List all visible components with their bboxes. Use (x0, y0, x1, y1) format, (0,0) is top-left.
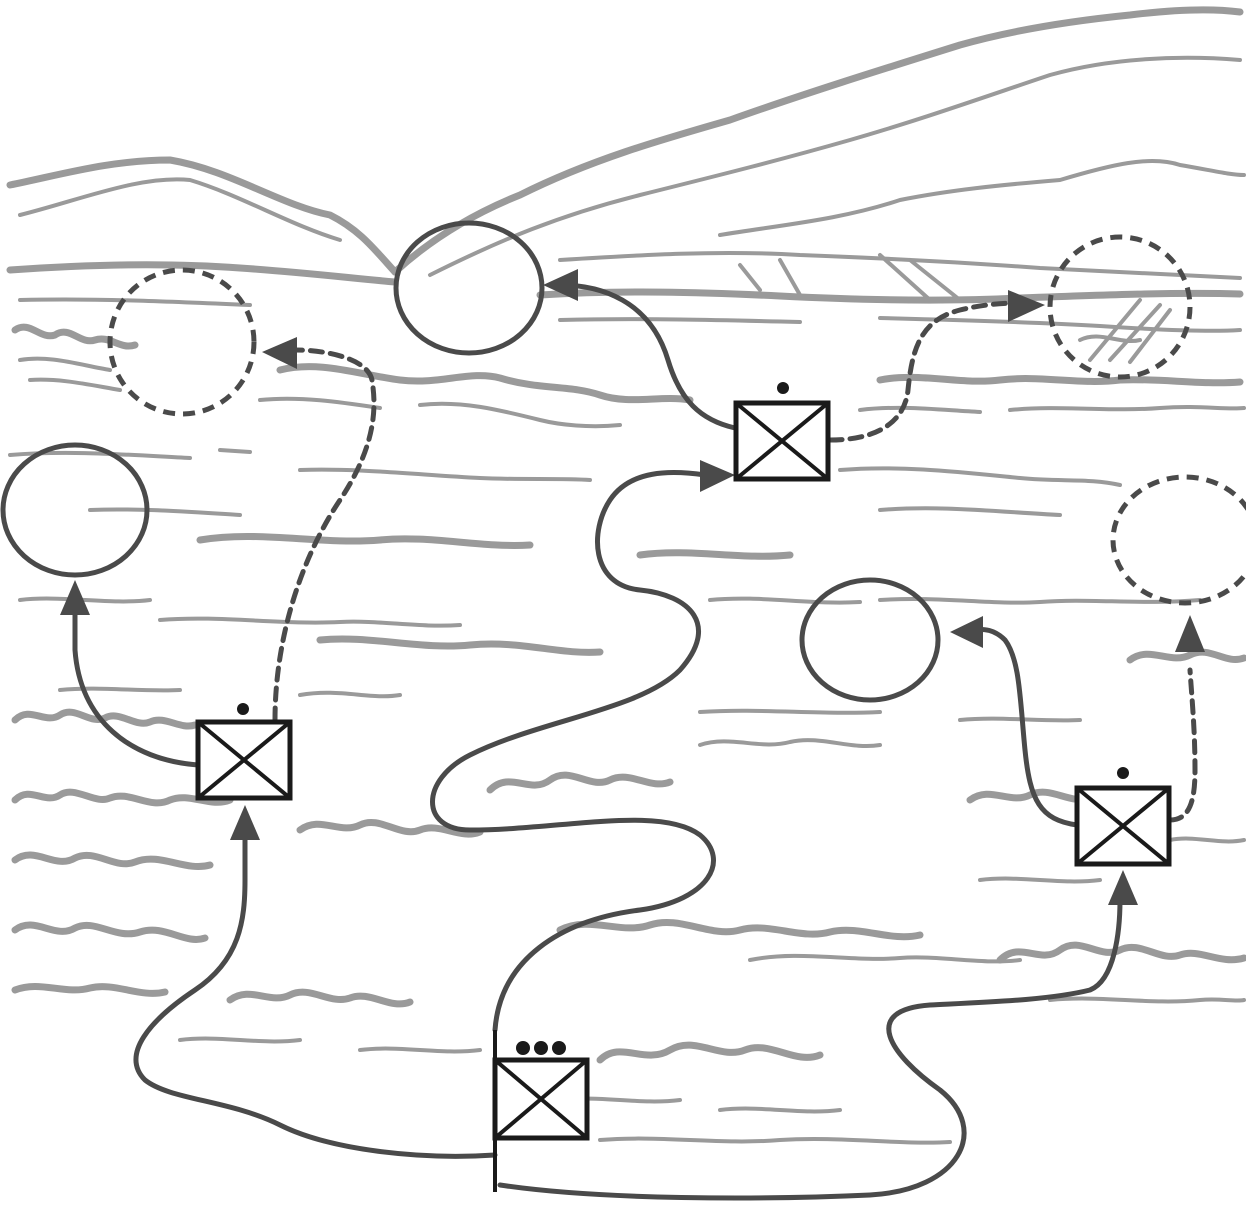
mountain-ridge-left (6, 156, 399, 276)
unit-platoon-center (733, 400, 831, 482)
platoon-right-size-dot (1117, 767, 1129, 779)
unit-platoon-right (1074, 785, 1172, 867)
plain-line-3 (196, 533, 534, 549)
plain-line-6 (636, 549, 794, 560)
plain-line-7 (18, 596, 462, 628)
objectives (0, 220, 1246, 703)
horizon-line-3 (18, 297, 252, 307)
arrowhead-objective-top-solid (543, 269, 578, 301)
trees-right-2 (966, 788, 1094, 804)
horizon-line-4 (558, 316, 1242, 333)
plain-line-4 (838, 466, 1122, 487)
route-center-platoon-to-objective-right (827, 300, 1023, 443)
trees-mid-2 (486, 771, 674, 794)
scrub-upper-right-2 (858, 405, 1246, 414)
trees-left-5 (11, 982, 169, 997)
trees-right-4 (978, 836, 1246, 884)
trees-lower-left (226, 988, 414, 1008)
objective-left-dashed (107, 267, 257, 417)
horizon-line-2 (536, 288, 1244, 304)
route-hq-to-right-platoon (497, 897, 1123, 1201)
arrowhead-objective-right-solid (950, 616, 983, 648)
scrub-upper-right (876, 373, 1244, 387)
unit-platoon-left (195, 719, 293, 801)
platoon-left-size-dot (237, 703, 249, 715)
scrub-upper-left (11, 323, 139, 350)
size-dot (534, 1041, 548, 1055)
horizon-line-1 (6, 261, 399, 286)
plain-line-11 (58, 686, 402, 699)
trees-mid-3 (698, 738, 882, 748)
company-size-marker (516, 1041, 566, 1055)
mountain-ridge-right (718, 159, 1246, 237)
trees-right-5 (1048, 996, 1246, 1004)
trees-right-1 (1126, 648, 1246, 664)
platoon-center-size-dot (777, 382, 789, 394)
unit-company-hq (492, 1030, 590, 1192)
route-right-platoon-to-objective-solid (967, 626, 1080, 828)
route-left-platoon-to-objective-solid (72, 602, 201, 768)
plain-line-2 (88, 467, 592, 517)
trees-mid-4 (556, 918, 924, 941)
trees-center-low (596, 1041, 824, 1064)
scrub-upper-left-2 (18, 356, 122, 392)
arrowhead-left-platoon (230, 805, 260, 840)
mountain-ridge-main (391, 6, 1244, 276)
objective-top-solid (393, 220, 545, 356)
scrub-right-cluster (1078, 298, 1172, 364)
route-hq-to-center-platoon (430, 470, 716, 1033)
routes (72, 282, 1198, 1201)
route-left-platoon-to-objective-dashed (272, 347, 377, 723)
plain-line-5 (878, 506, 1062, 517)
terrain-sketch (6, 6, 1246, 1145)
plain-line-9 (708, 596, 1202, 605)
size-dot (552, 1041, 566, 1055)
trees-right-3 (996, 941, 1246, 964)
trees-center-low-2 (558, 1096, 842, 1114)
scrub-upper-mid (276, 363, 694, 404)
arrowhead-objective-left-dashed (262, 337, 297, 369)
trees-left-3 (11, 851, 214, 870)
route-center-platoon-to-objective-top (557, 282, 738, 431)
trees-left-4 (11, 921, 209, 943)
arrowhead-objective-top-right-dashed (1008, 290, 1045, 322)
trees-lower-left-2 (178, 1036, 482, 1054)
size-dot (516, 1041, 530, 1055)
mountain-ridge-main-inner (428, 55, 1242, 277)
objective-top-right-dashed (1047, 234, 1193, 380)
objective-right-solid (799, 577, 941, 703)
plain-line-8 (316, 635, 604, 656)
objective-right-dashed (1110, 474, 1246, 606)
arrowheads (60, 269, 1205, 905)
trees-mid-5 (748, 953, 1022, 964)
mountain-shelf (738, 253, 962, 302)
arrowhead-center-platoon (700, 460, 735, 492)
plain-line-1 (8, 448, 252, 460)
trees-mid-1 (296, 819, 484, 838)
arrowhead-objective-right-dashed (1175, 615, 1205, 652)
arrowhead-objective-left-solid (60, 580, 90, 615)
scrub-upper-mid-2 (258, 396, 622, 429)
arrowhead-right-platoon (1108, 870, 1138, 905)
route-right-platoon-to-objective-dashed (1167, 667, 1198, 823)
mountain-ridge-left-inner (18, 177, 342, 242)
objective-left-solid (0, 442, 150, 578)
trees-left-2 (11, 788, 234, 807)
trees-left-1 (11, 708, 199, 730)
route-hq-to-left-platoon (133, 827, 498, 1159)
foreground-line (598, 1136, 952, 1145)
